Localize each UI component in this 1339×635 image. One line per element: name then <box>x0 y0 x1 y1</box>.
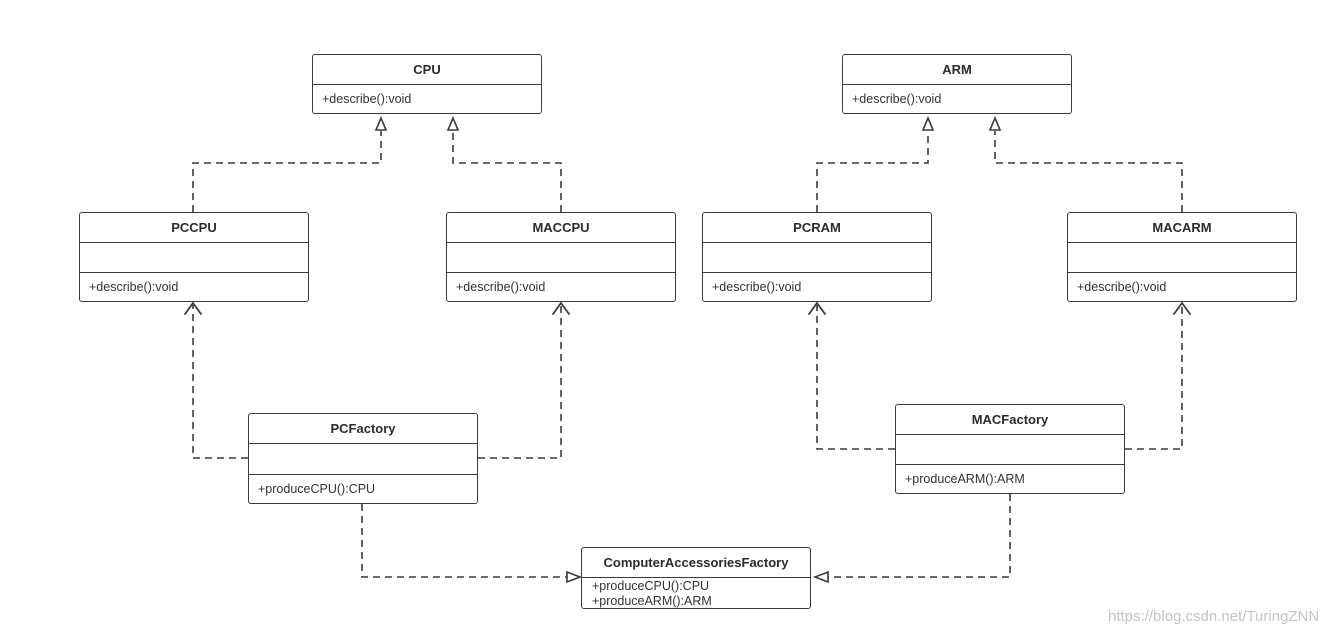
watermark-text: https://blog.csdn.net/TuringZNN <box>1108 608 1320 625</box>
operations-compartment: +describe():void <box>1068 273 1296 295</box>
class-name: PCCPU <box>80 213 308 243</box>
operations-compartment: +describe():void <box>313 85 541 107</box>
class-computer-accessories-factory[interactable]: ComputerAccessoriesFactory +produceCPU()… <box>581 547 811 609</box>
operation: +produceARM():ARM <box>592 594 712 608</box>
edge-pcfactory-to-pccpu <box>192 305 248 459</box>
edge-pcfactory-to-accessories-factory <box>361 504 567 578</box>
attributes-compartment <box>896 435 1124 465</box>
realization-arrowhead <box>374 115 388 131</box>
edge-pcram-to-arm <box>816 131 929 212</box>
class-macarm[interactable]: MACARM +describe():void <box>1067 212 1297 302</box>
operation: +produceCPU():CPU <box>592 579 710 593</box>
class-macfactory[interactable]: MACFactory +produceARM():ARM <box>895 404 1125 494</box>
class-name: PCFactory <box>249 414 477 444</box>
edge-macfactory-to-accessories-factory <box>828 494 1011 578</box>
dependency-arrowhead <box>808 302 826 315</box>
dependency-arrowhead <box>1173 302 1191 315</box>
class-arm[interactable]: ARM +describe():void <box>842 54 1072 114</box>
edge-macfactory-to-pcram <box>816 305 895 450</box>
attributes-compartment <box>703 243 931 273</box>
edge-pcfactory-to-maccpu <box>478 305 562 459</box>
operations-compartment: +describe():void <box>843 85 1071 107</box>
class-pccpu[interactable]: PCCPU +describe():void <box>79 212 309 302</box>
edge-macarm-to-arm <box>994 131 1183 212</box>
operation: +describe():void <box>322 92 412 106</box>
class-cpu[interactable]: CPU +describe():void <box>312 54 542 114</box>
realization-arrowhead <box>446 115 460 131</box>
class-name: PCRAM <box>703 213 931 243</box>
realization-arrowhead <box>812 570 829 584</box>
class-name: CPU <box>313 55 541 85</box>
edge-macfactory-to-macarm <box>1125 305 1183 450</box>
operation: +describe():void <box>852 92 942 106</box>
class-maccpu[interactable]: MACCPU +describe():void <box>446 212 676 302</box>
operations-compartment: +describe():void <box>703 273 931 295</box>
realization-arrowhead <box>566 570 583 584</box>
edge-maccpu-to-cpu <box>452 131 562 212</box>
operation: +describe():void <box>712 280 802 294</box>
attributes-compartment <box>80 243 308 273</box>
operation: +describe():void <box>456 280 546 294</box>
operations-compartment: +produceCPU():CPU +produceARM():ARM <box>582 578 810 608</box>
attributes-compartment <box>447 243 675 273</box>
class-name: ARM <box>843 55 1071 85</box>
class-name: MACCPU <box>447 213 675 243</box>
class-name: ComputerAccessoriesFactory <box>582 548 810 578</box>
class-name: MACARM <box>1068 213 1296 243</box>
class-pcram[interactable]: PCRAM +describe():void <box>702 212 932 302</box>
class-pcfactory[interactable]: PCFactory +produceCPU():CPU <box>248 413 478 504</box>
operations-compartment: +describe():void <box>80 273 308 295</box>
operation: +produceARM():ARM <box>905 472 1025 486</box>
operation: +produceCPU():CPU <box>258 482 376 496</box>
operations-compartment: +produceARM():ARM <box>896 465 1124 487</box>
realization-arrowhead <box>988 115 1002 131</box>
operation: +describe():void <box>89 280 179 294</box>
operations-compartment: +produceCPU():CPU <box>249 475 477 497</box>
attributes-compartment <box>1068 243 1296 273</box>
attributes-compartment <box>249 444 477 475</box>
realization-arrowhead <box>921 115 935 131</box>
operation: +describe():void <box>1077 280 1167 294</box>
dependency-arrowhead <box>552 302 570 315</box>
operations-compartment: +describe():void <box>447 273 675 295</box>
class-name: MACFactory <box>896 405 1124 435</box>
dependency-arrowhead <box>184 302 202 315</box>
edge-pccpu-to-cpu <box>192 131 382 212</box>
